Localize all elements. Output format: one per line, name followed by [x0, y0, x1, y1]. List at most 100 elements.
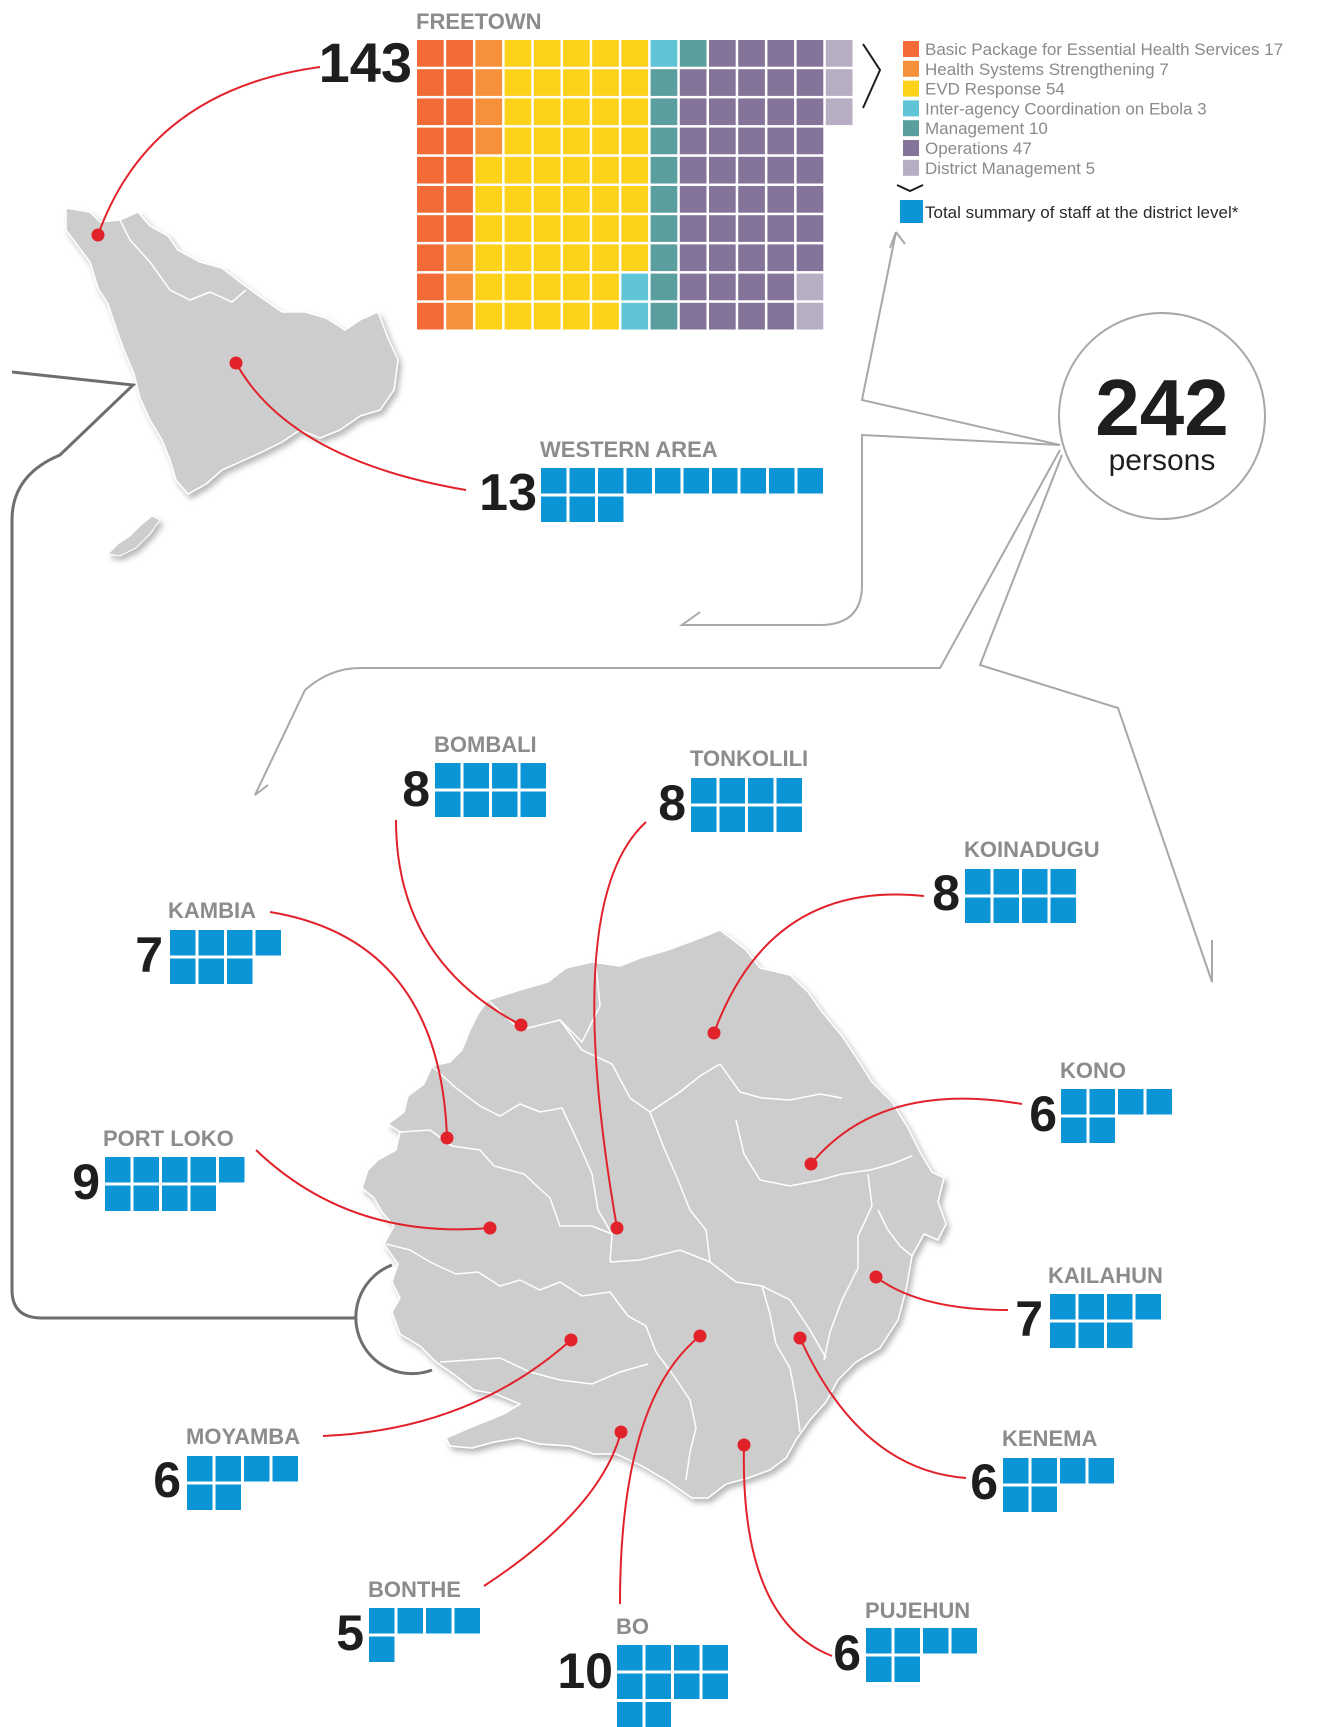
connector-lines [254, 231, 1213, 983]
waffle-cell [563, 156, 590, 184]
district-count: 8 [402, 761, 430, 817]
waffle-cell [504, 273, 532, 301]
waffle-cell [709, 40, 736, 67]
waffle-cell [446, 215, 473, 242]
staff-block [255, 930, 281, 956]
summary-legend-swatch [900, 200, 923, 223]
waffle-cell [796, 244, 824, 272]
waffle-cell [446, 186, 473, 213]
waffle-cell [825, 40, 853, 67]
staff-block [1022, 869, 1048, 895]
waffle-cell [417, 244, 444, 272]
waffle-cell [621, 215, 649, 242]
western-area-bracket [10, 370, 356, 1320]
staff-block [1078, 1322, 1104, 1348]
leader-line [742, 1444, 833, 1657]
waffle-cell [504, 186, 532, 213]
staff-block [748, 806, 774, 832]
staff-block [227, 958, 253, 984]
district-groups: WESTERN AREA13BOMBALI8TONKOLILI8KOINADUG… [72, 228, 1172, 1727]
leader-line [619, 1335, 701, 1605]
district-count: 6 [833, 1625, 861, 1681]
waffle-cell [563, 127, 590, 155]
waffle-cell [709, 302, 736, 330]
waffle-cell [592, 302, 619, 330]
staff-block [691, 778, 717, 804]
staff-block [923, 1628, 949, 1654]
staff-block [1003, 1458, 1029, 1484]
waffle-cell [475, 156, 503, 184]
waffle-cell [504, 69, 532, 96]
waffle-cell [446, 302, 473, 330]
waffle-cell [650, 98, 678, 126]
district-label: BONTHE [368, 1577, 461, 1602]
legend-swatch [903, 41, 919, 57]
waffle-cell [650, 273, 678, 301]
location-dot [614, 1425, 628, 1439]
waffle-cell [767, 40, 795, 67]
staff-block [463, 763, 489, 789]
staff-block [569, 496, 595, 522]
waffle-cell [446, 156, 473, 184]
location-dot [564, 1333, 578, 1347]
waffle-cell [679, 273, 707, 301]
waffle-cell [446, 98, 473, 126]
staff-block [1060, 1458, 1086, 1484]
staff-block [702, 1673, 728, 1699]
waffle-cell [621, 186, 649, 213]
waffle-cell [650, 127, 678, 155]
waffle-cell [621, 273, 649, 301]
waffle-cell [738, 69, 765, 96]
waffle-cell [679, 98, 707, 126]
staff-block [463, 791, 489, 817]
staff-block [748, 778, 774, 804]
waffle-cell [650, 215, 678, 242]
waffle-cell [738, 156, 765, 184]
waffle-cell [563, 244, 590, 272]
staff-block [426, 1608, 452, 1634]
waffle-cell [417, 69, 444, 96]
leader-line [593, 821, 647, 1229]
waffle-cell [796, 40, 824, 67]
staff-block [162, 1157, 188, 1183]
waffle-cell [563, 273, 590, 301]
district-label: TONKOLILI [690, 746, 808, 771]
waffle-cell [563, 40, 590, 67]
freetown-count: 143 [319, 31, 412, 94]
district-label: PUJEHUN [865, 1598, 970, 1623]
waffle-cell [709, 69, 736, 96]
legend-swatch [903, 100, 919, 117]
staff-block [1022, 897, 1048, 923]
staff-block [965, 869, 991, 895]
legend-item: Operations 47 [925, 139, 1032, 158]
waffle-cell [563, 215, 590, 242]
waffle-cell [592, 273, 619, 301]
legend-item: Management 10 [925, 119, 1048, 138]
freetown-label: FREETOWN [416, 9, 541, 34]
staff-block [1061, 1117, 1087, 1143]
staff-block [702, 1645, 728, 1671]
waffle-cell [504, 302, 532, 330]
staff-block [1050, 1322, 1076, 1348]
waffle-cell [767, 273, 795, 301]
waffle-cell [446, 244, 473, 272]
waffle-cell [767, 98, 795, 126]
waffle-cell [475, 98, 503, 126]
staff-block [244, 1456, 270, 1482]
waffle-cell [475, 302, 503, 330]
waffle-cell [621, 69, 649, 96]
waffle-cell [563, 69, 590, 96]
waffle-cell [592, 156, 619, 184]
waffle-cell [446, 40, 473, 67]
waffle-cell [592, 69, 619, 96]
staff-block [492, 763, 518, 789]
waffle-cell [533, 273, 561, 301]
staff-block [170, 930, 196, 956]
waffle-cell [563, 302, 590, 330]
waffle-cell [738, 215, 765, 242]
staff-block [645, 1645, 671, 1671]
